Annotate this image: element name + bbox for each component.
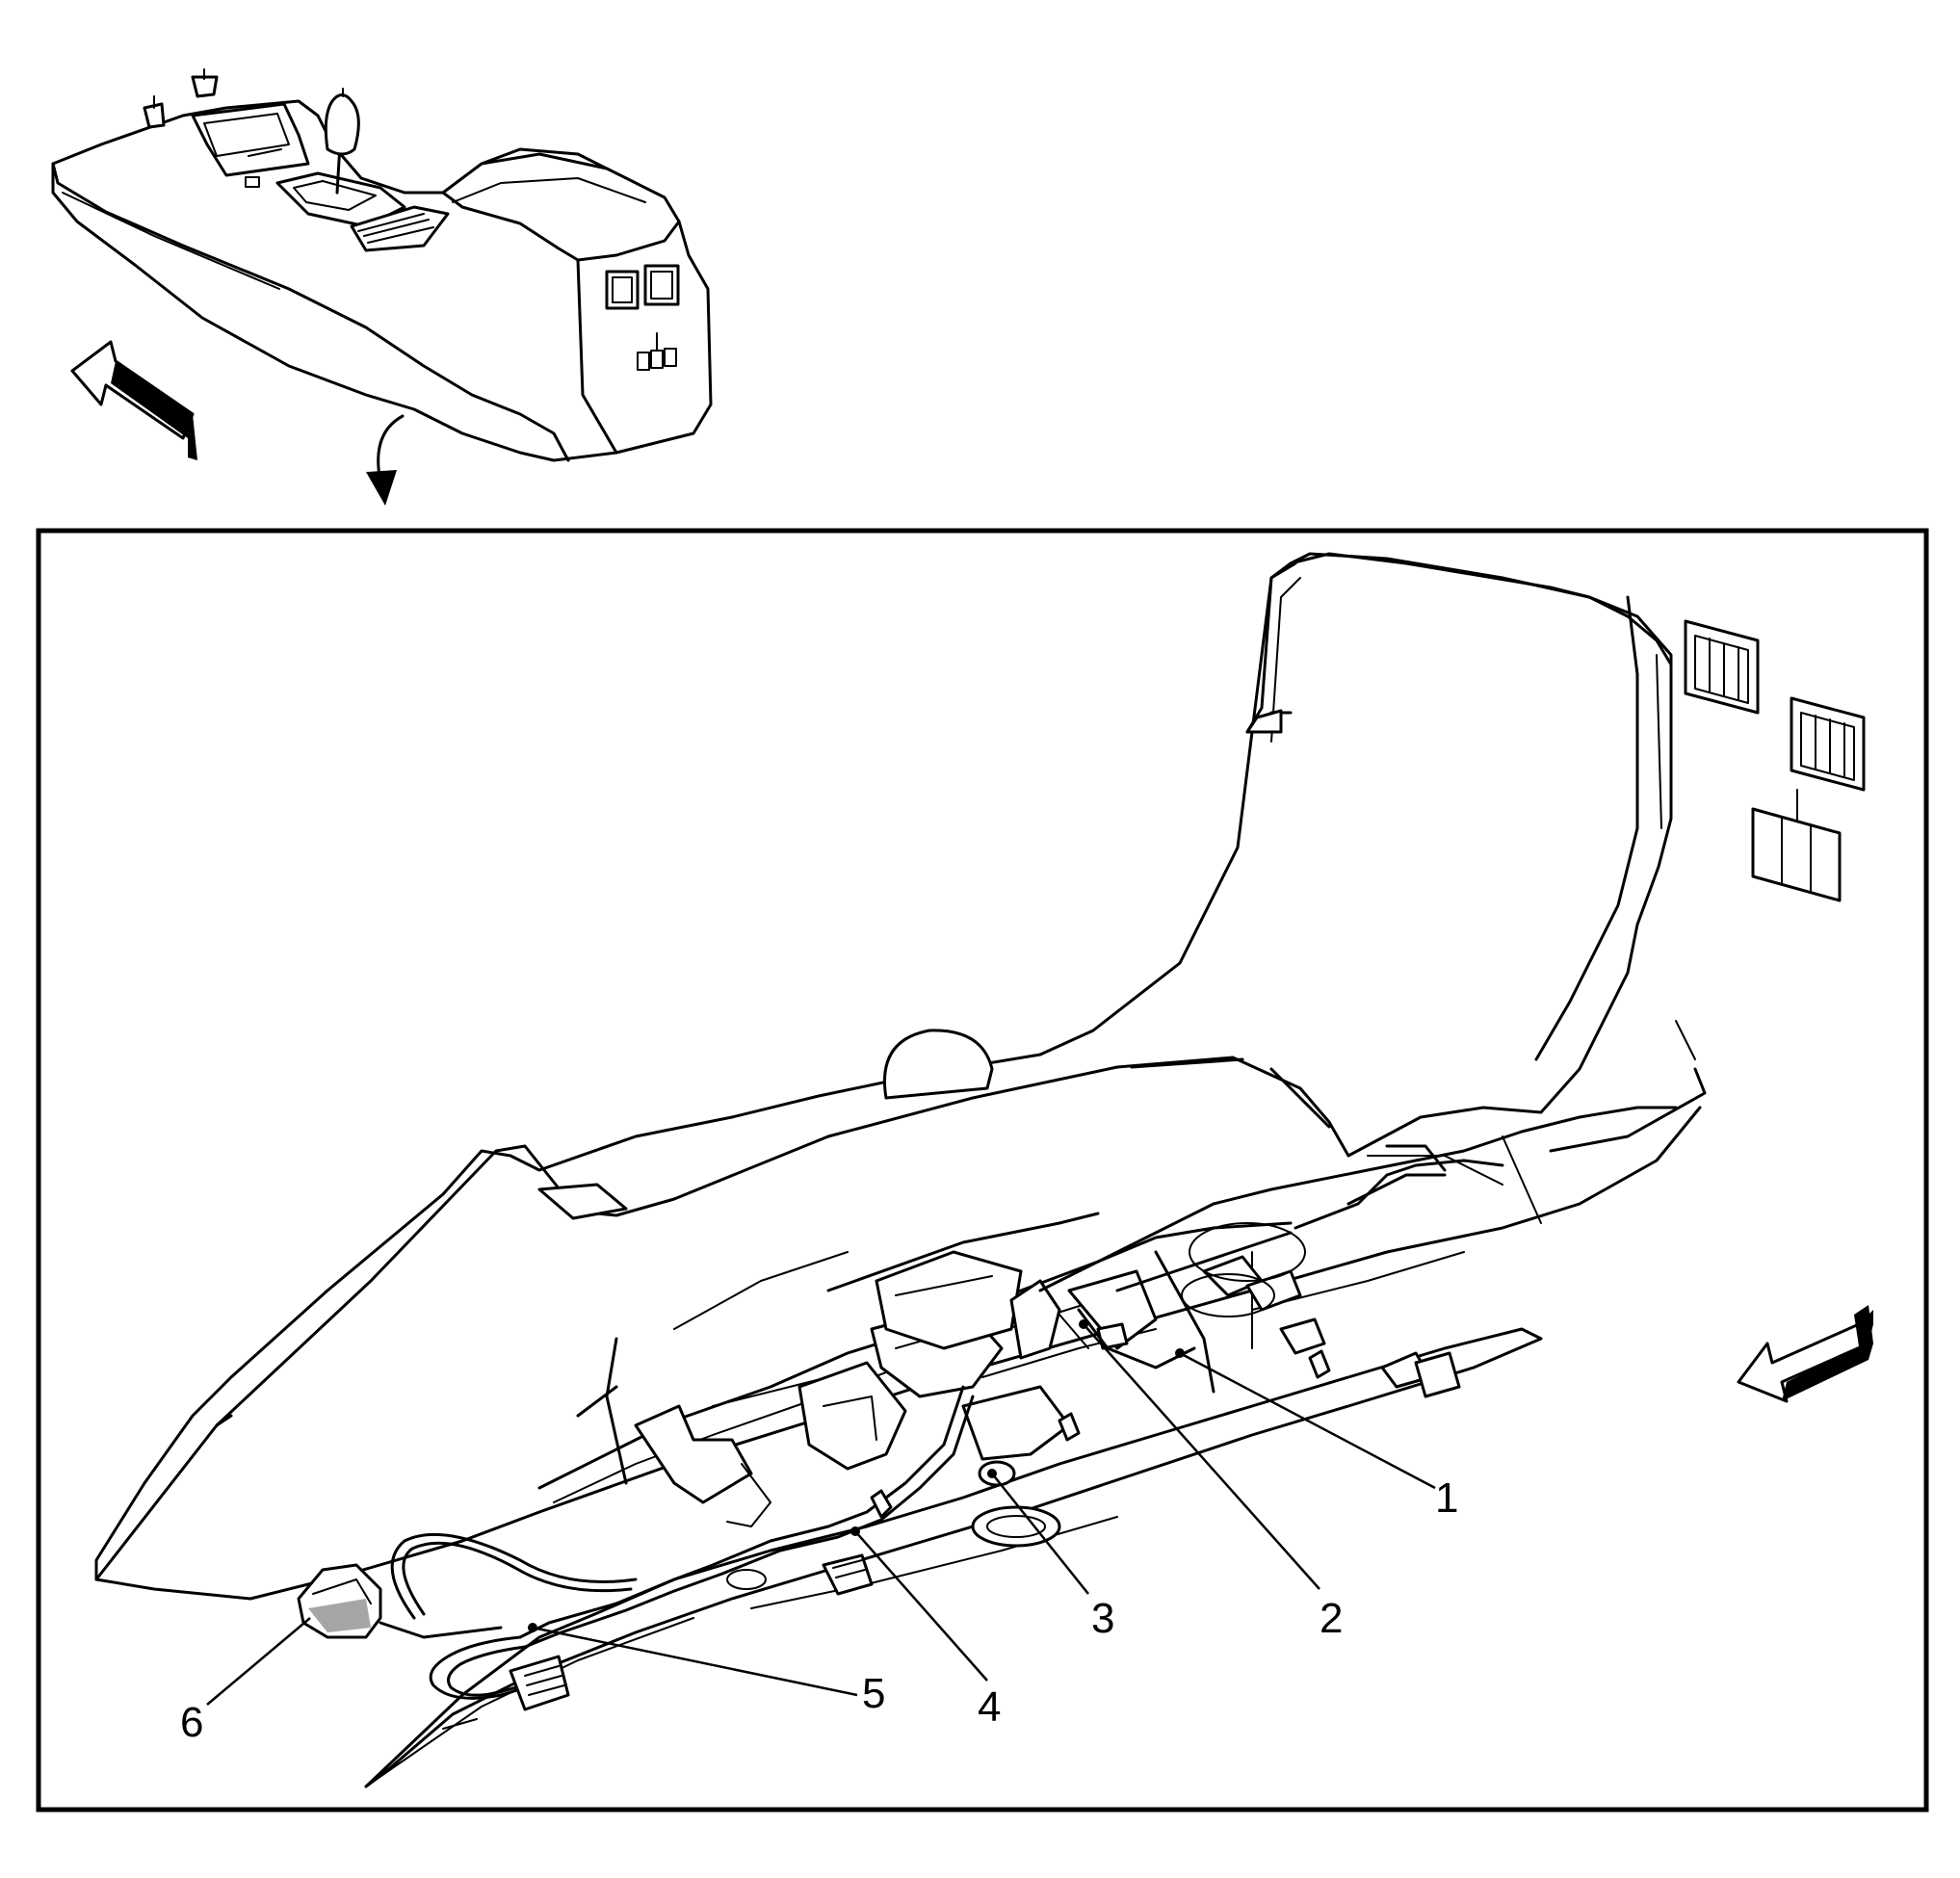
callout-3: 3 <box>1091 1595 1114 1642</box>
callout-4: 4 <box>978 1683 1001 1731</box>
curved-arrow-icon <box>366 414 405 506</box>
direction-arrow-icon <box>70 340 197 460</box>
callout-1: 1 <box>1435 1474 1458 1522</box>
console-underside-view <box>94 552 1866 1788</box>
console-overview <box>51 68 713 462</box>
callout-6: 6 <box>180 1699 203 1746</box>
callout-2: 2 <box>1320 1595 1343 1642</box>
callout-5: 5 <box>862 1670 885 1717</box>
detail-frame <box>36 528 1929 1813</box>
direction-arrow-icon <box>1737 1305 1873 1403</box>
callout-leaders <box>206 1319 1436 1706</box>
